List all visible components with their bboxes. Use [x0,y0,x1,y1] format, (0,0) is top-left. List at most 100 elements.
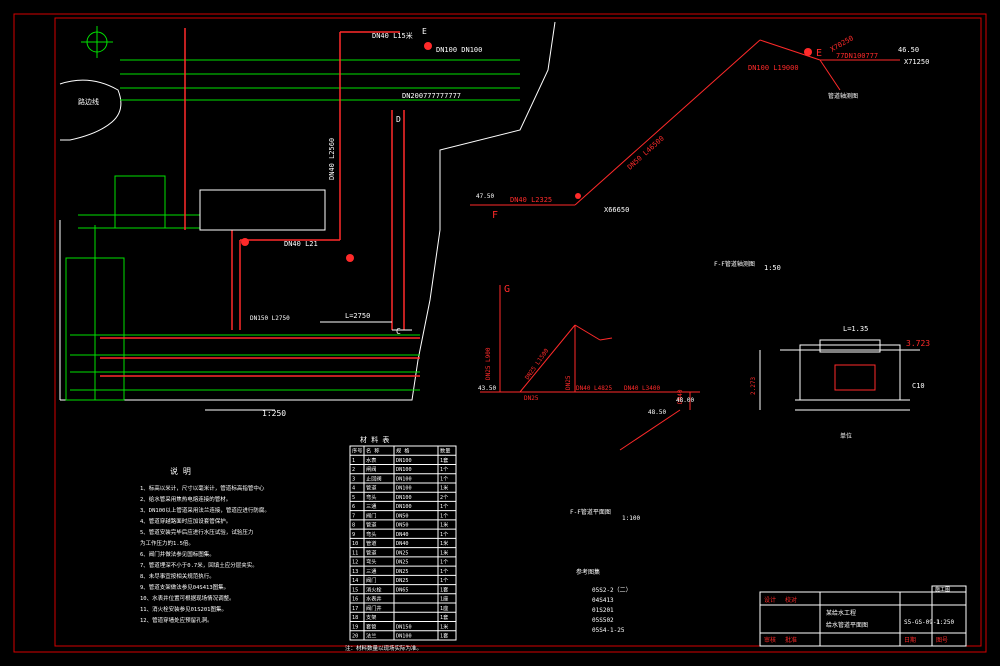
note-item: 为工作压力的1.5倍。 [140,539,194,547]
plan-white-pipes [199,189,412,331]
material-table-cell: 2个 [440,494,449,501]
section-e-note: 管道轴测图 [828,92,858,100]
section-e-pipes [470,39,900,206]
material-table-cell: 5 [352,495,355,501]
material-table-cell: DN100 [396,476,412,482]
material-table-cell: 支架 [366,613,376,621]
plan-vertical-label: DN40 L2560 [328,138,336,180]
material-table-cell: DN25 [396,560,409,566]
material-table-cell: DN100 [396,495,412,501]
material-table-border [349,445,457,641]
material-table-cell: 1米 [440,521,449,529]
plan-pipe-label-2: DN100 DN100 [436,46,482,54]
note-item: 11、消火栓安装参见01S201图集。 [140,605,227,613]
title-block-drawing: 给水管道平面图 [826,621,868,629]
section-e-label-3: DN50 L46500 [626,135,666,172]
well-side-label: C10 [912,382,925,390]
material-table-cell: 管道 [366,484,376,492]
site-boundary [59,21,556,401]
material-table-cell: 18 [352,615,358,621]
material-table-cell: 20 [352,634,358,640]
material-table-cell: DN65 [396,587,409,593]
material-table-cell: 12 [352,560,358,566]
section-e-label-1: DN100 L19000 [748,64,799,72]
section-f-elev-1: 48.50 [648,409,666,416]
section-e-valve-icon [804,48,812,56]
well-elev-1: 3.723 [906,339,930,348]
note-item: 8、未尽事宜按相关规范执行。 [140,572,215,580]
material-table-cell: 阀门井 [366,604,382,612]
well-elev-2: 2.273 [750,377,757,395]
material-table-cell: DN100 [396,634,412,640]
section-f-label-6: DN25 [565,375,572,390]
material-table-header: 数量 [440,447,450,455]
plan-point-c: C [396,327,401,336]
reference-item: 05S4-1-25 [592,627,625,634]
material-table-cell: 阀门 [366,576,376,584]
material-table-cell: 14 [352,578,358,584]
material-table-cell: 9 [352,532,355,538]
material-table-cell: 法兰 [366,632,376,640]
material-table-cell: DN100 [396,458,412,464]
section-e-valve-icon-2 [575,193,581,199]
section-e-elev-2: X71250 [904,58,929,66]
material-table-cell: 管道 [366,548,376,556]
material-table-cell: 阀门 [366,511,376,519]
material-table-header: 规 格 [396,447,410,455]
note-item: 4、管道穿越路面时应加设套管保护。 [140,517,231,525]
note-item: 2、给水管采用焦热电熔连接的管材。 [140,495,231,503]
section-f-label-3: DN25 [524,395,539,402]
section-f-label-4: DN40 L4825 [576,385,613,392]
plan-red-pipes [100,28,420,377]
section-f-point-g: G [504,284,510,295]
well-label-1: 单位 [840,432,852,440]
reference-item: 04S413 [592,597,614,604]
material-table-cell: 8 [352,523,355,529]
note-item: 3、DN100以上管道采用法兰连接，管道应进行防腐。 [140,506,270,514]
material-table-cell: 1个 [440,503,449,510]
section-f-label-2: DN25 L1500 [524,347,551,381]
plan-point-e: E [422,27,427,36]
material-table-cell: 15 [352,587,358,593]
note-item: 12、管道穿墙处应预留孔洞。 [140,616,213,624]
plan-green-pipes [65,59,520,401]
note-item: 1、标高以米计，尺寸以毫米计，管道标高指管中心 [140,484,265,492]
material-table-footer: 注：材料数量以现场实际为准。 [345,644,422,652]
title-block-label: 批准 [785,636,797,644]
title-block-project: 某给水工程 [826,609,856,617]
plan-dim-label: L=2750 [345,312,370,320]
material-table-cell: 1米 [440,539,449,547]
north-arrow-icon [81,26,113,58]
title-block-label: 图号 [936,637,948,644]
material-table-cell: 1个 [440,568,449,575]
note-item: 9、管道支架做法参见04S413图集。 [140,583,229,591]
material-table-cell: 1座 [440,604,448,612]
material-table-cell: 1个 [440,512,449,519]
title-block-scale: 1:250 [936,619,954,626]
section-f-label-1: DN25 L900 [485,347,492,380]
section-f-label-7: DN40 [677,389,684,404]
material-table-cell: DN40 [396,541,409,547]
section-f-scale-2: 1:100 [622,515,640,522]
title-block-number: S5-GS-09-1 [904,619,941,626]
material-table-cell: 17 [352,606,358,612]
title-block-label: 日期 [904,636,916,644]
material-table-cell: 1个 [440,577,449,584]
material-table-cell: DN40 [396,532,409,538]
material-table-cell: 1个 [440,559,449,566]
section-e-elev-5: 47.50 [476,193,494,200]
material-table-header: 序号 [352,447,362,455]
plan-scale: 1:250 [262,409,286,418]
material-table-cell: 13 [352,569,358,575]
title-block-label: 设计 [764,596,776,604]
material-table-cell: 1套 [440,632,449,640]
section-f-elev-2: 48.00 [676,397,694,404]
material-table-cell: 闸阀 [366,465,376,473]
material-table-cell: 4 [352,486,355,492]
material-table-cell: 2 [352,467,355,473]
notes-title: 说 明 [170,466,191,476]
material-table-cell: DN25 [396,569,409,575]
material-table-cell: 三通 [366,567,377,575]
material-table-cell: 止回阀 [366,474,382,482]
material-table-cell: 三通 [366,502,377,510]
